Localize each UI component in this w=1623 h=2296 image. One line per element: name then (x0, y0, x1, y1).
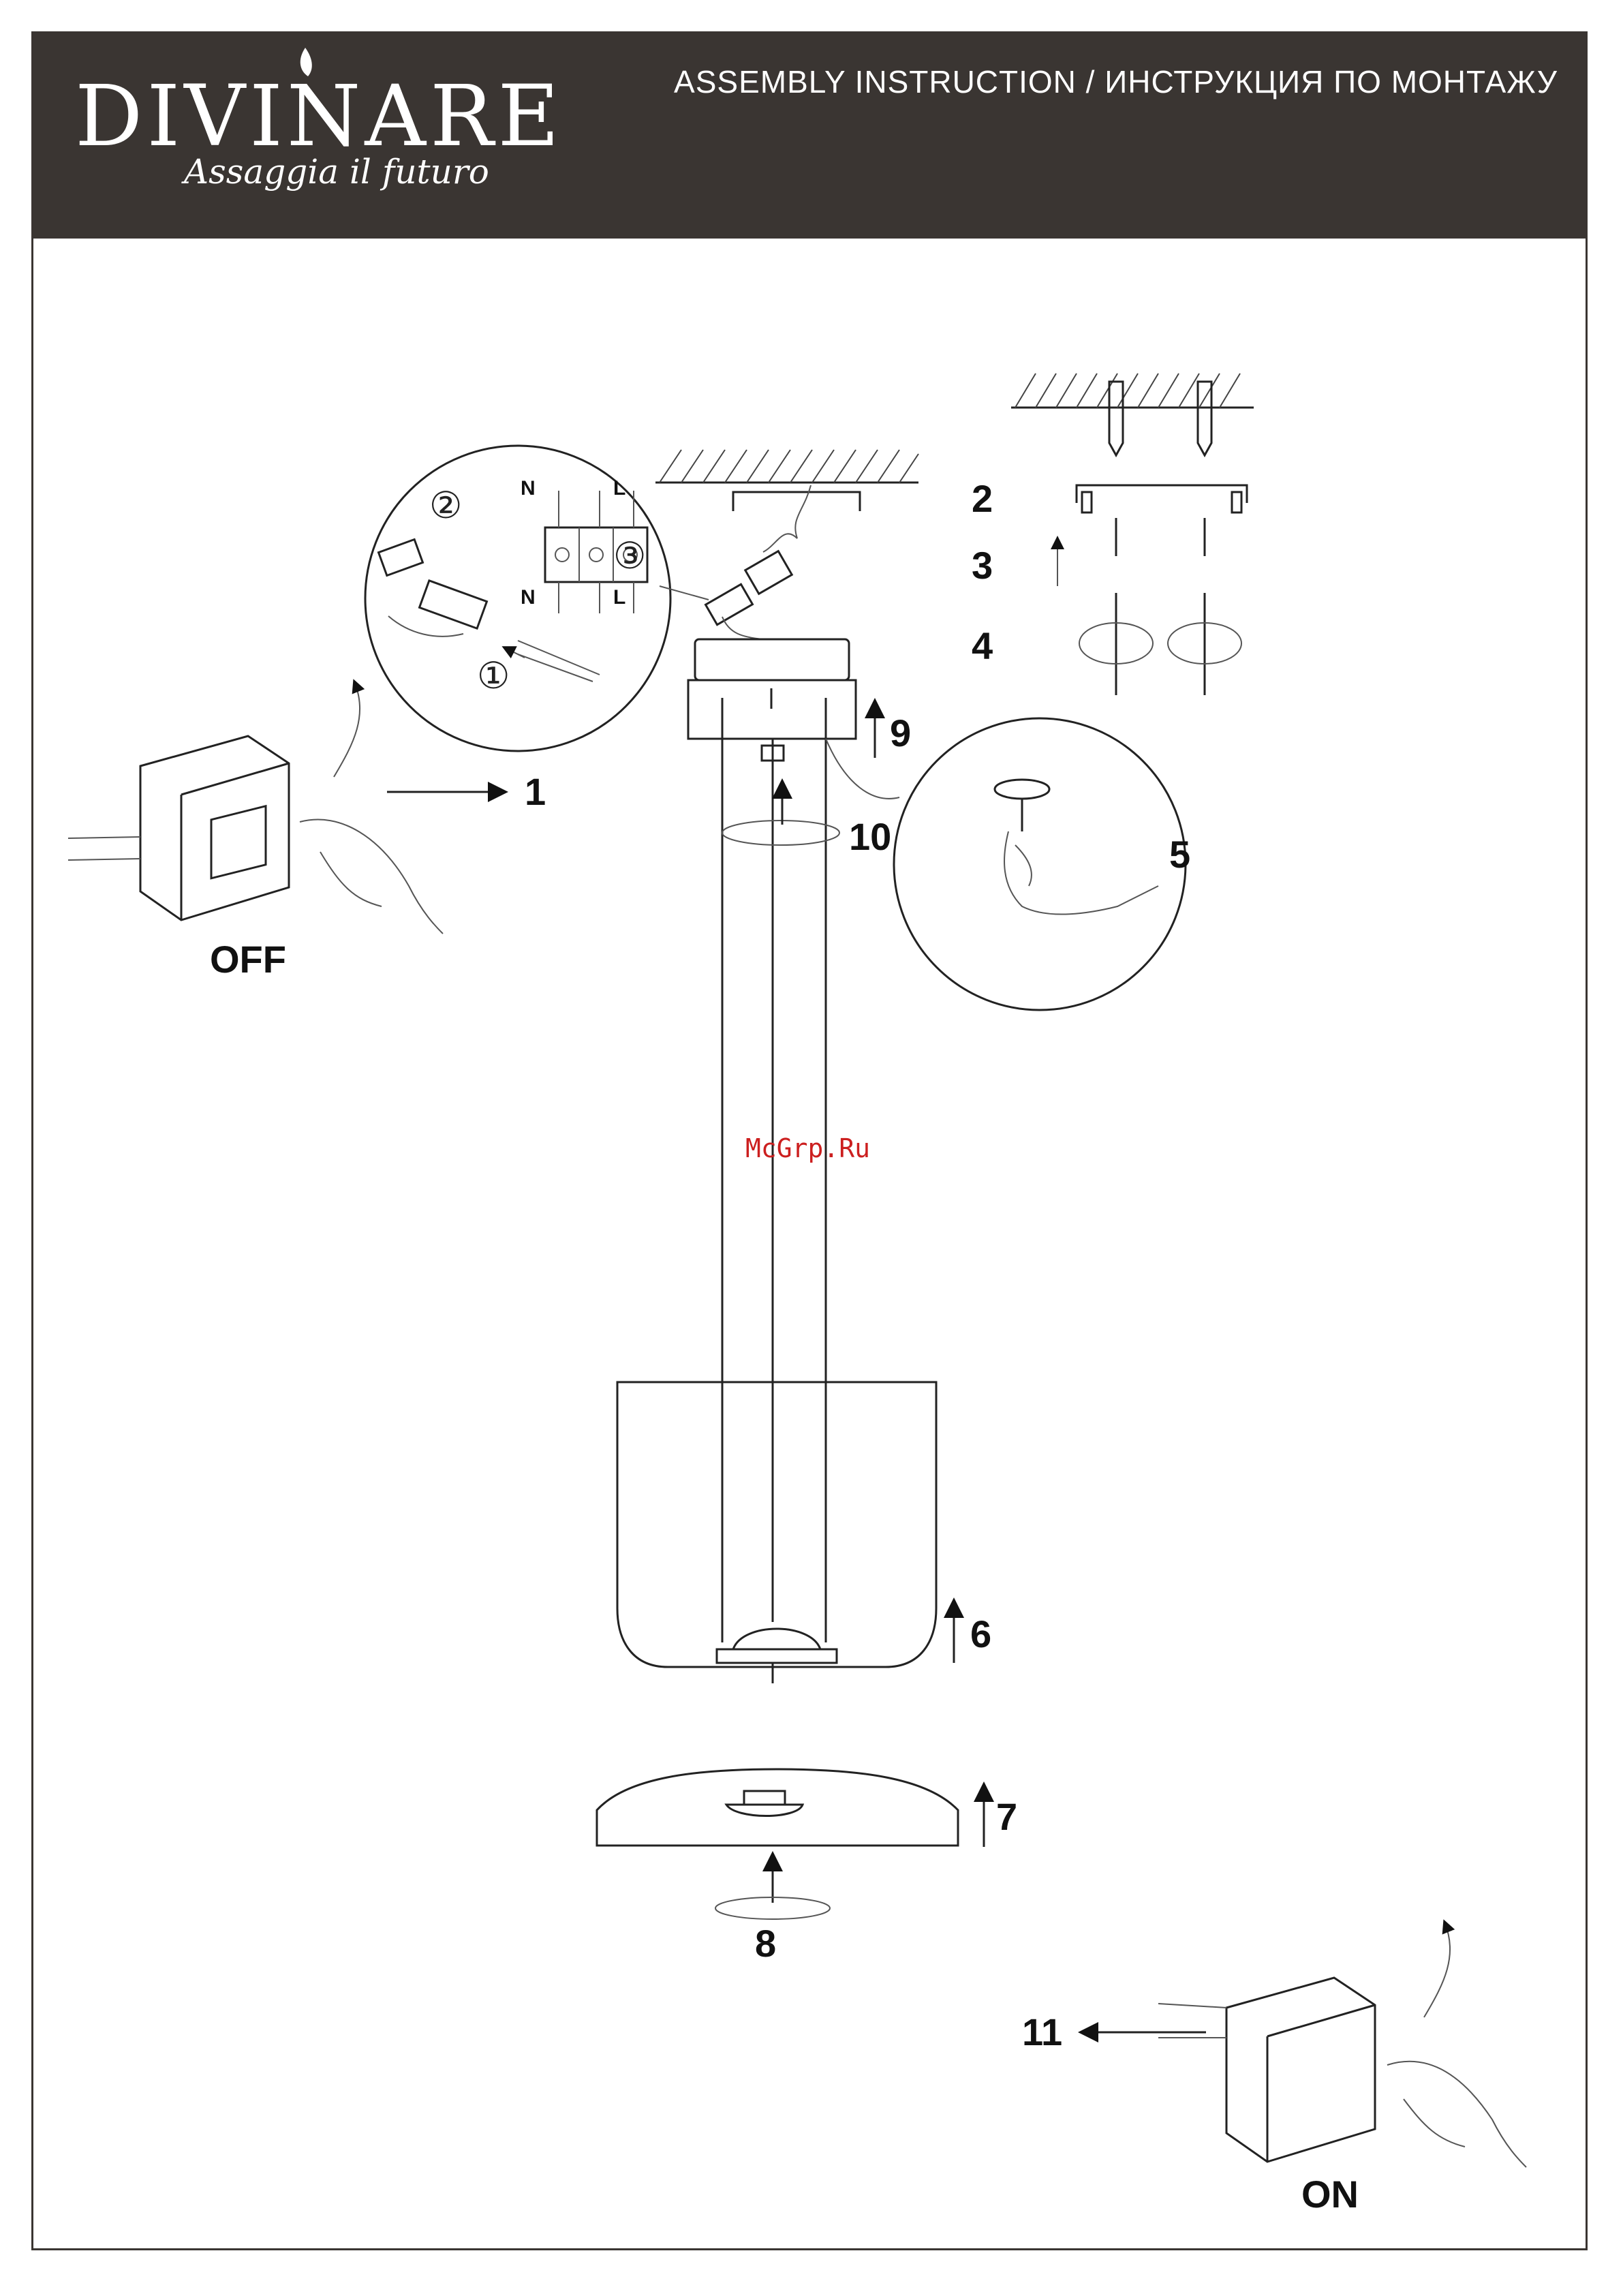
canopy (688, 639, 856, 739)
lamp-shade (617, 1382, 936, 1683)
wall-switch-off (68, 682, 443, 934)
wall-switch-on (1158, 1922, 1526, 2167)
step-9-label: 9 (890, 711, 911, 755)
switch-on-label: ON (1301, 2173, 1359, 2216)
step-8-label: 8 (755, 1922, 776, 1965)
step-11-label: 11 (1022, 2010, 1062, 2054)
mounting-detail (1011, 373, 1254, 695)
wiring-detail-circle (365, 446, 709, 751)
callout-3: ③ (613, 534, 646, 578)
logo-flame-icon (300, 48, 312, 76)
step-5-label: 5 (1169, 833, 1190, 876)
step-3-label: 3 (972, 544, 993, 587)
bottom-cover (597, 1769, 958, 1919)
driver-box (706, 485, 811, 639)
callout-1: ① (477, 654, 510, 698)
step-7-label: 7 (996, 1795, 1017, 1839)
suspension-cables (722, 739, 826, 1642)
switch-off-label: OFF (210, 938, 286, 981)
callout-2: ② (429, 484, 462, 527)
step-2-label: 2 (972, 477, 993, 521)
screw-detail-circle (826, 718, 1186, 1010)
ceiling-center (655, 450, 918, 511)
terminal-n-top: N (521, 477, 536, 500)
watermark: McGrp.Ru (745, 1133, 870, 1164)
step-4-label: 4 (972, 624, 993, 668)
terminal-l-top: L (613, 477, 625, 500)
step-6-label: 6 (970, 1612, 991, 1656)
terminal-n-bottom: N (521, 586, 536, 609)
step-1-label: 1 (525, 770, 546, 814)
terminal-l-bottom: L (613, 586, 625, 609)
step-10-label: 10 (849, 815, 891, 859)
step-arrows (387, 702, 1206, 2032)
rotation-indicator-10 (722, 782, 839, 845)
